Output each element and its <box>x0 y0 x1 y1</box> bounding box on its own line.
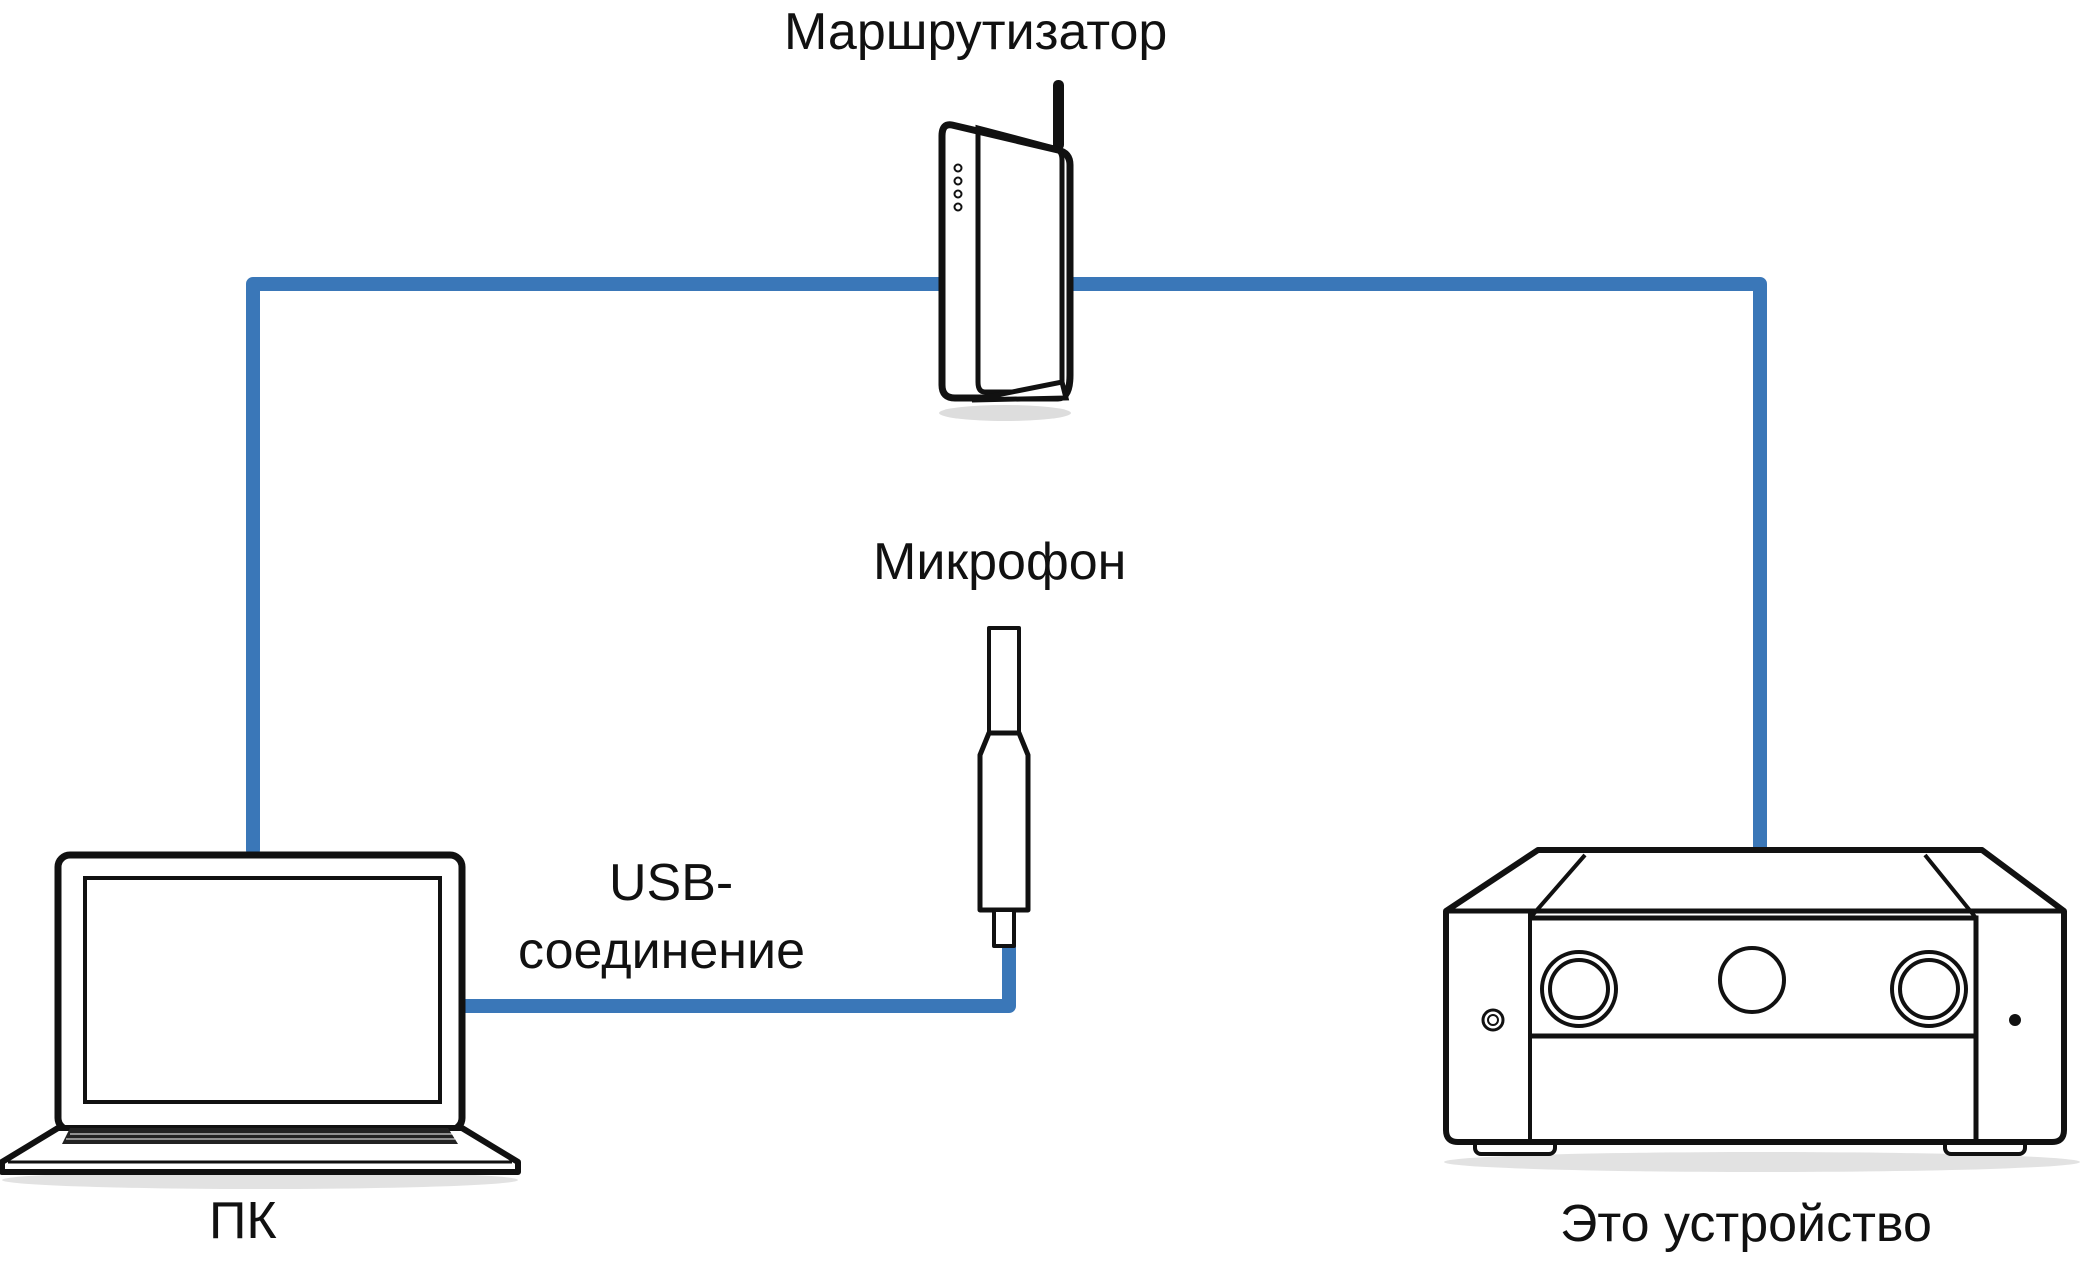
device-label: Это устройство <box>1560 1195 1932 1253</box>
microphone-label: Микрофон <box>873 533 1127 591</box>
usb-connection-label-line2: соединение <box>518 922 805 980</box>
cable-pc-to-router <box>246 277 947 857</box>
av-receiver-icon <box>1443 847 2080 1172</box>
usb-connection-label-line1: USB- <box>609 854 734 912</box>
laptop-icon <box>0 851 521 1189</box>
usb-cable <box>455 938 1016 1013</box>
microphone-icon <box>977 626 1031 948</box>
cables <box>246 277 1767 1013</box>
pc-label: ПК <box>209 1192 277 1250</box>
router-label: Маршрутизатор <box>784 3 1168 61</box>
router-icon <box>938 80 1074 421</box>
cable-router-to-device <box>1061 277 1767 857</box>
